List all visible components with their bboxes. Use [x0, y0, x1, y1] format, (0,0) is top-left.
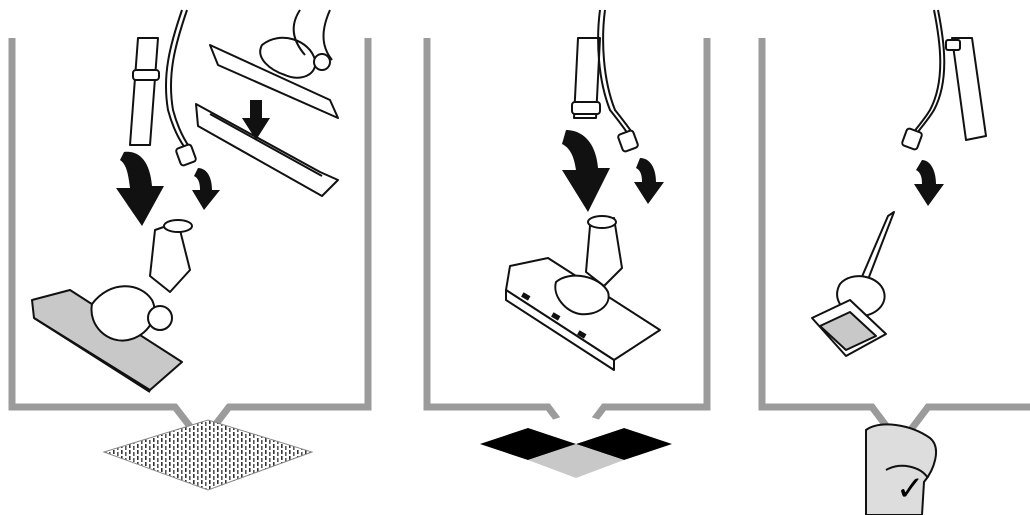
arrow-attach-plug — [914, 160, 944, 206]
panel-frame-hard-floor — [423, 38, 711, 450]
carpet-surface — [102, 419, 314, 491]
upholstery-brush — [811, 211, 895, 357]
arrow-attach-tube — [562, 130, 610, 212]
panel-hard-floor — [423, 9, 711, 478]
handle-grip — [945, 37, 987, 141]
sole-plate — [195, 103, 339, 197]
panel-frame-upholstery — [758, 38, 1030, 450]
tile-surface — [480, 412, 672, 478]
floor-nozzle-turbo — [31, 219, 193, 393]
power-cable — [165, 9, 197, 167]
arrow-attach-tube — [116, 151, 164, 226]
power-cable — [597, 9, 639, 153]
panel-carpet — [8, 9, 372, 491]
arrow-attach-plug — [192, 168, 220, 210]
upholstery-surface: ✓ — [865, 423, 938, 515]
arrow-attach-plug — [634, 158, 664, 204]
arrow-insert-plate — [242, 100, 270, 140]
vacuum-tube — [129, 37, 160, 146]
power-cable — [901, 9, 946, 151]
nozzle-detached-top — [209, 9, 339, 119]
floor-nozzle-hard — [505, 215, 661, 371]
panel-upholstery: ✓ — [758, 9, 1030, 515]
check-mark-icon: ✓ — [896, 469, 925, 509]
vacuum-tube — [571, 37, 601, 119]
